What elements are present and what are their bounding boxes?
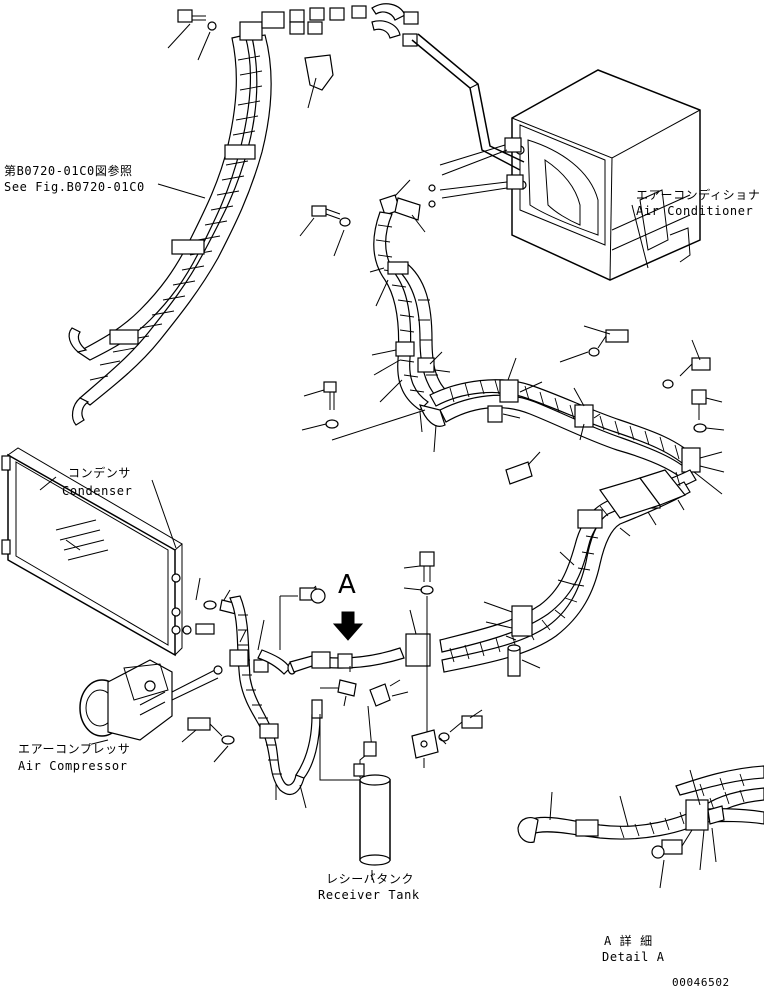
condenser-label-en: Condenser [62, 484, 133, 498]
air-compressor-label-en: Air Compressor [18, 759, 128, 773]
air-conditioner-label-jp: エアーコンディショナ [636, 188, 761, 202]
air-conditioner-label-en: Air Conditioner [636, 204, 754, 218]
air-conditioner-unit [439, 69, 701, 281]
upper-hose-bundle [68, 3, 419, 426]
label-leaders [151, 183, 206, 549]
condenser [1, 447, 183, 657]
air-compressor-label-jp: エアーコンプレッサ [18, 742, 131, 756]
drawing-number: 00046502 [672, 976, 730, 989]
detail-label-en: Detail A [602, 950, 665, 964]
receiver-tank [353, 705, 391, 880]
condenser-label-jp: コンデンサ [68, 466, 132, 480]
view-arrow [332, 611, 364, 641]
receiver-tank-label-en: Receiver Tank [318, 888, 420, 902]
detail-a [517, 765, 764, 889]
view-marker-label: A [338, 570, 357, 600]
middle-hose-assembly [299, 179, 725, 495]
lower-hose-run [403, 469, 697, 768]
pipe-to-air-conditioner [411, 33, 525, 171]
see-fig-label-jp: 第B0720-01C0図参照 [4, 164, 133, 178]
see-fig-label-en: See Fig.B0720-01C0 [4, 180, 145, 194]
air-compressor [79, 659, 223, 745]
detail-label-jp: A 詳 細 [604, 934, 653, 948]
receiver-tank-label-jp: レシーバタンク [326, 872, 415, 886]
lower-left-hoses [181, 577, 409, 809]
